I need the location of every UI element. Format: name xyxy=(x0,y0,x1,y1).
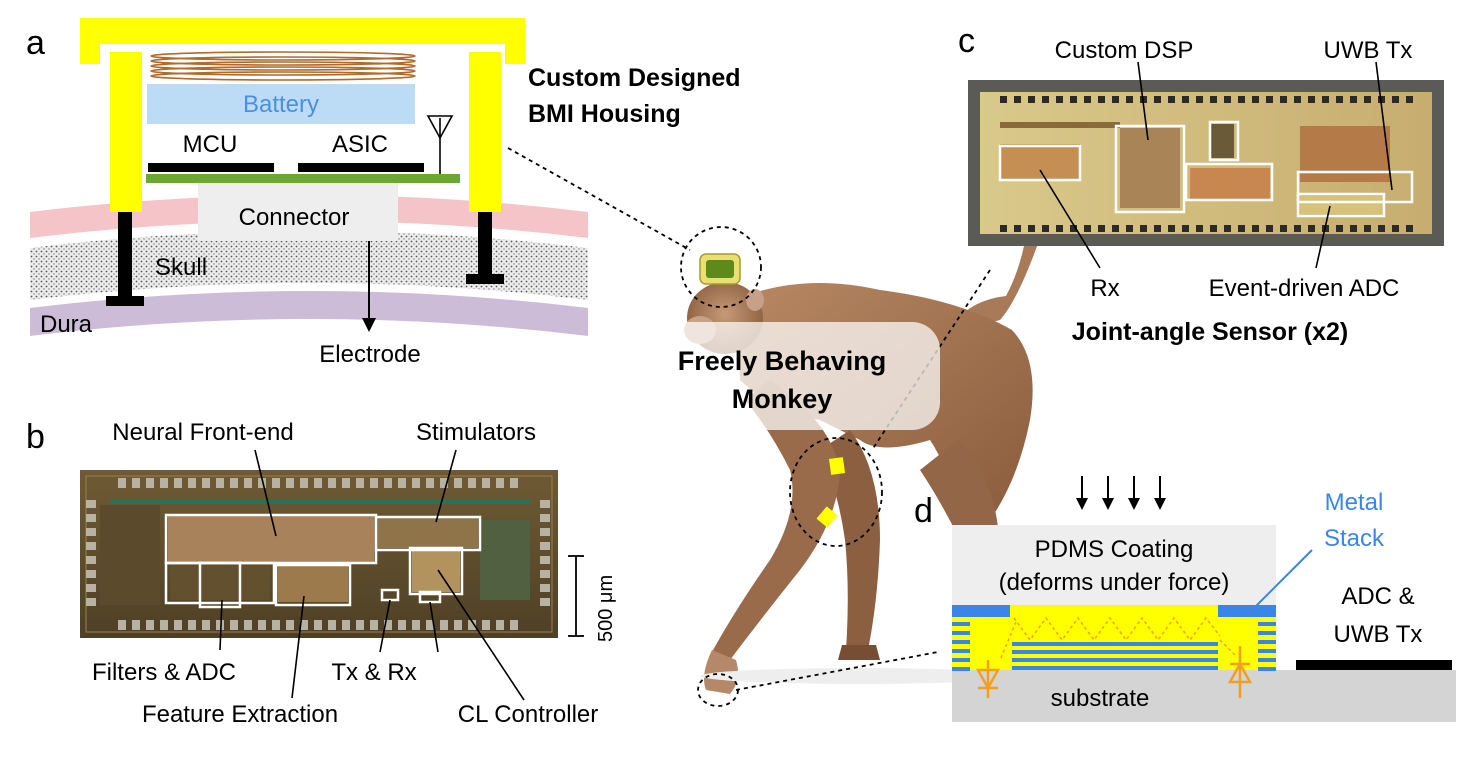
electrode-arrow xyxy=(362,241,376,332)
outline-adc xyxy=(1296,192,1386,218)
metal-stack-leader xyxy=(1253,549,1313,609)
outline-rx xyxy=(998,144,1082,182)
adc-label-line2: UWB Tx xyxy=(1334,621,1423,648)
outline-dsp xyxy=(1114,124,1186,214)
uwb-tx-label: UWB Tx xyxy=(1324,37,1413,64)
adc-uwb-chip xyxy=(1296,660,1452,670)
joint-sensor-title: Joint-angle Sensor (x2) xyxy=(1072,318,1348,346)
dura-layer xyxy=(30,291,588,336)
battery-label: Battery xyxy=(243,91,319,118)
panel-a-letter: a xyxy=(26,24,45,62)
panel-c: c Custom DSP xyxy=(958,22,1444,346)
monkey-front-arm-left xyxy=(712,380,840,660)
scale-bar xyxy=(568,555,584,637)
screw-left xyxy=(106,212,144,306)
neural-frontend-label: Neural Front-end xyxy=(112,419,293,446)
custom-dsp-label: Custom DSP xyxy=(1055,37,1194,64)
asic-chip xyxy=(298,163,424,172)
pcb-board xyxy=(146,174,460,183)
rx-label: Rx xyxy=(1090,275,1119,302)
chip-b-leaders xyxy=(219,449,525,701)
feature-extraction-label: Feature Extraction xyxy=(142,701,338,728)
metal-stack-label-line1: Metal xyxy=(1325,489,1384,516)
metal-stack xyxy=(952,605,1276,671)
coil-icon xyxy=(150,51,416,81)
sensor-patch-1 xyxy=(828,457,846,475)
panel-d-letter: d xyxy=(914,492,933,530)
callout-head-line xyxy=(507,147,691,251)
pdms-label-line2: (deforms under force) xyxy=(999,569,1230,596)
chip-b-photo xyxy=(80,470,558,638)
metal-stack-label-line2: Stack xyxy=(1324,525,1385,552)
tx-rx-label: Tx & Rx xyxy=(331,659,416,686)
panel-b: b xyxy=(26,418,617,728)
photodiode-left-icon xyxy=(975,660,1001,698)
panel-c-letter: c xyxy=(958,22,975,60)
connector-block xyxy=(198,183,398,241)
callout-head-circle xyxy=(680,226,762,308)
center-label-line2: Monkey xyxy=(732,384,833,414)
center-label-line1: Freely Behaving xyxy=(678,346,887,376)
callout-hand-line xyxy=(735,651,939,691)
antenna-icon xyxy=(426,115,454,174)
outline-feature xyxy=(274,563,352,607)
pdms-label-line1: PDMS Coating xyxy=(1035,536,1194,563)
chip-c-photo xyxy=(968,80,1444,246)
head-implant xyxy=(699,253,741,285)
monkey-hand xyxy=(704,650,738,694)
monkey-shadow xyxy=(700,668,1020,684)
outline-filters xyxy=(198,561,242,609)
electrode-label: Electrode xyxy=(319,341,420,368)
event-adc-label: Event-driven ADC xyxy=(1209,275,1400,302)
cl-controller-label: CL Controller xyxy=(458,701,599,728)
dura-label: Dura xyxy=(40,311,93,338)
mcu-chip xyxy=(148,163,274,172)
scale-bar-label: 500 μm xyxy=(595,575,617,642)
panel-a: a Battery MCU ASIC xyxy=(26,18,741,368)
skull-label: Skull xyxy=(155,254,207,281)
outline-cl xyxy=(408,546,464,596)
screw-right xyxy=(466,212,504,284)
substrate xyxy=(952,670,1456,722)
callout-arm-circle xyxy=(789,437,883,547)
panel-b-letter: b xyxy=(26,418,45,456)
sensor-patch-2 xyxy=(816,506,838,528)
mcu-label: MCU xyxy=(183,131,238,158)
skull-layer xyxy=(30,231,588,300)
substrate-label: substrate xyxy=(1051,685,1150,712)
chip-c-outlines xyxy=(998,120,1414,218)
center-label-box: Freely Behaving Monkey xyxy=(640,322,940,430)
connector-label: Connector xyxy=(239,204,350,231)
panel-d: d PDMS Coating (deforms under force) sub… xyxy=(914,476,1456,722)
chip-c-leaders xyxy=(1039,61,1393,269)
photodiode-right-icon xyxy=(1227,646,1253,698)
bmi-housing xyxy=(80,18,525,212)
outline-uwb xyxy=(1296,170,1414,204)
housing-title-line2: BMI Housing xyxy=(528,100,681,128)
stimulators-label: Stimulators xyxy=(416,419,536,446)
asic-label: ASIC xyxy=(332,131,388,158)
battery-block xyxy=(147,84,415,124)
adc-label-line1: ADC & xyxy=(1341,583,1414,610)
housing-title-line1: Custom Designed xyxy=(528,64,741,92)
filters-adc-label: Filters & ADC xyxy=(92,659,236,686)
force-arrows-icon xyxy=(1076,476,1166,510)
pdms-coating xyxy=(952,525,1276,605)
